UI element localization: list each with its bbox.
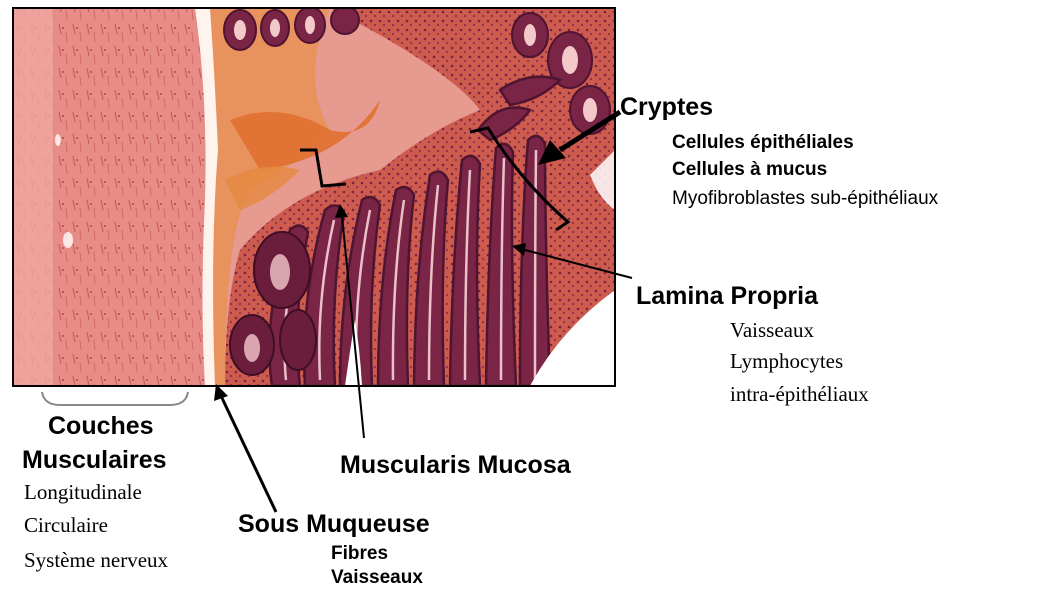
micrograph-image: [13, 6, 615, 386]
muscle-layers-brace: [42, 392, 188, 405]
sous-muqueuse-title: Sous Muqueuse: [238, 510, 430, 539]
cryptes-item-3: Myofibroblastes sub-épithéliaux: [672, 188, 938, 210]
cryptes-item-1: Cellules épithéliales: [672, 132, 854, 154]
arrow-sous-muqueuse: [214, 384, 276, 512]
couches-item-1: Longitudinale: [24, 480, 142, 505]
lamina-propria-item-3: intra-épithéliaux: [730, 382, 869, 407]
couches-item-2: Circulaire: [24, 513, 108, 538]
lamina-propria-item-2: Lymphocytes: [730, 349, 843, 374]
couches-musculaires-title-1: Couches: [48, 412, 154, 441]
muscularis-mucosa-title: Muscularis Mucosa: [340, 451, 571, 480]
couches-item-3: Système nerveux: [24, 548, 168, 573]
couches-musculaires-title-2: Musculaires: [22, 446, 167, 475]
sous-muqueuse-item-2: Vaisseaux: [331, 567, 423, 589]
cryptes-title: Cryptes: [620, 93, 713, 122]
lamina-propria-item-1: Vaisseaux: [730, 318, 814, 343]
lamina-propria-title: Lamina Propria: [636, 282, 818, 311]
cryptes-item-2: Cellules à mucus: [672, 159, 827, 181]
sous-muqueuse-item-1: Fibres: [331, 543, 388, 565]
